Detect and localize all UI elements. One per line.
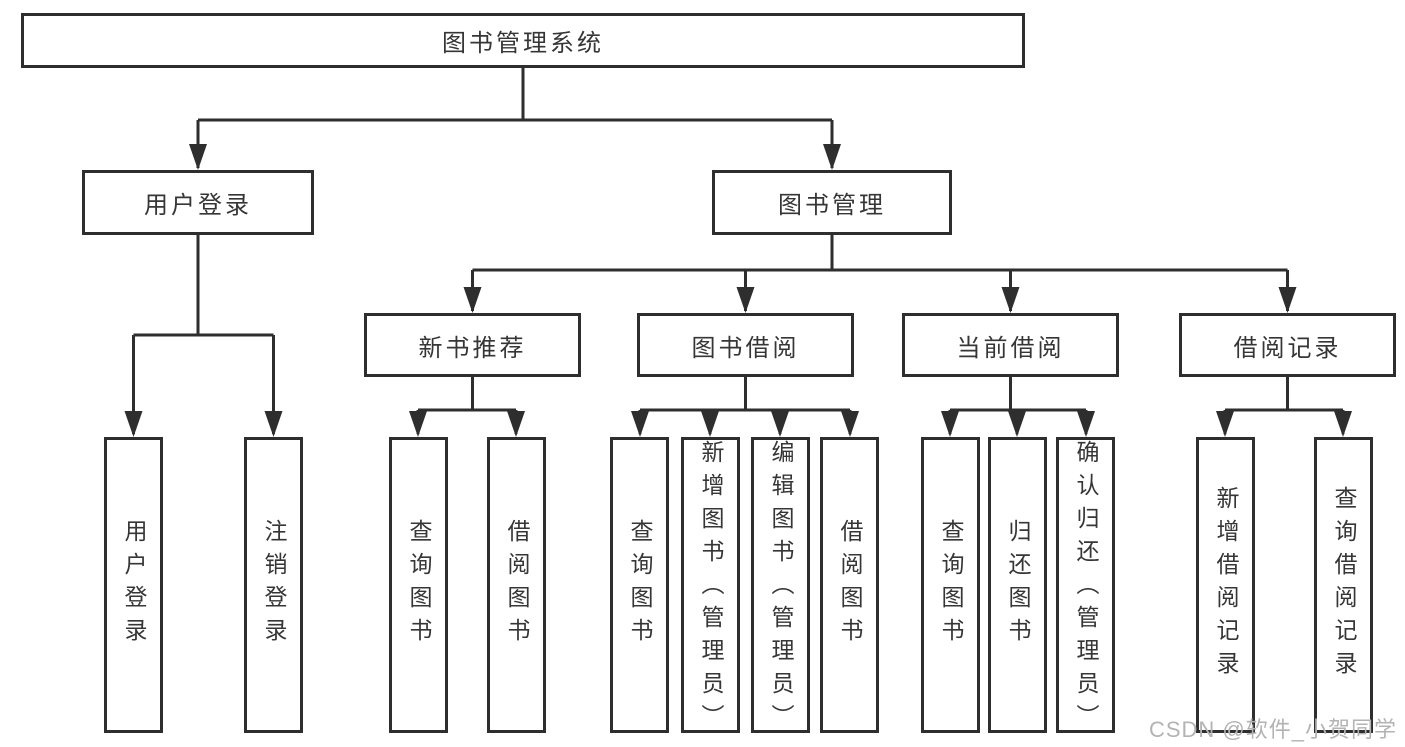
csdn-watermark: CSDN @软件_小贺同学 bbox=[1148, 717, 1397, 742]
leaf-query-borrow-record: 查询借阅记录 bbox=[1314, 437, 1373, 733]
node-book-management: 图书管理 bbox=[712, 170, 952, 235]
node-new-book-recommend: 新书推荐 bbox=[364, 313, 581, 377]
node-current-borrowing: 当前借阅 bbox=[902, 313, 1119, 377]
node-library-management-system: 图书管理系统 bbox=[21, 13, 1025, 68]
leaf-borrow-books-recommend: 借阅图书 bbox=[487, 437, 546, 733]
leaf-logout: 注销登录 bbox=[244, 437, 303, 733]
leaf-edit-books-admin: 编辑图书（管理员） bbox=[751, 437, 810, 737]
connector-book-borrowing-to-leaves bbox=[631, 377, 859, 437]
leaf-add-borrow-record: 新增借阅记录 bbox=[1196, 437, 1255, 733]
connector-root-to-level1 bbox=[189, 67, 841, 170]
leaf-query-books-recommend: 查询图书 bbox=[389, 437, 448, 733]
connector-new-book-recommend-to-leaves bbox=[409, 377, 525, 437]
node-user-login: 用户登录 bbox=[82, 170, 314, 235]
connector-current-borrowing-to-leaves bbox=[941, 377, 1095, 437]
connector-user-login-to-leaves bbox=[124, 235, 283, 437]
leaf-confirm-return-admin: 确认归还（管理员） bbox=[1056, 437, 1115, 737]
leaf-return-books: 归还图书 bbox=[988, 437, 1047, 733]
connector-borrowing-records-to-leaves bbox=[1216, 377, 1352, 437]
leaf-query-books-borrowing: 查询图书 bbox=[610, 437, 669, 733]
leaf-user-login: 用户登录 bbox=[104, 437, 163, 733]
leaf-borrow-books: 借阅图书 bbox=[820, 437, 879, 733]
node-borrowing-records: 借阅记录 bbox=[1179, 313, 1396, 377]
leaf-add-books-admin: 新增图书（管理员） bbox=[681, 437, 740, 737]
leaf-query-books-current: 查询图书 bbox=[921, 437, 980, 733]
connector-book-management-to-level2 bbox=[463, 235, 1297, 313]
node-book-borrowing: 图书借阅 bbox=[637, 313, 854, 377]
